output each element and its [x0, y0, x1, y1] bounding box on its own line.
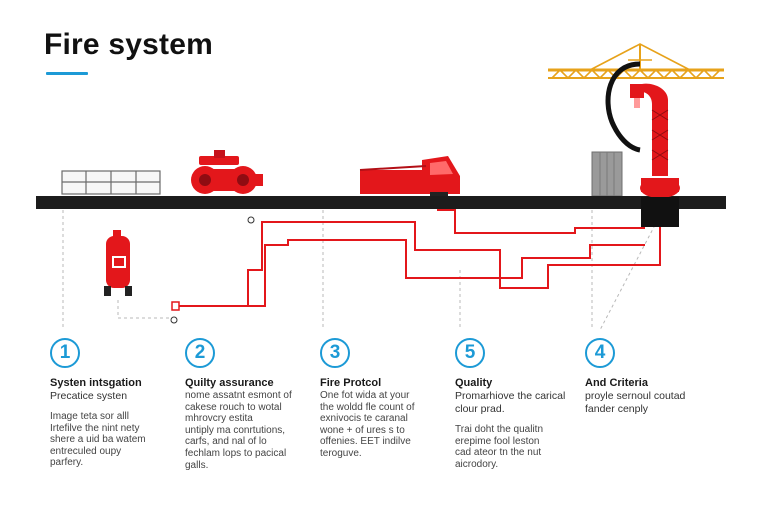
step-subheading: proyle sernoul coutad fander cenply — [585, 390, 686, 415]
step-description: One fot wida at your the woldd fle count… — [320, 390, 415, 459]
step-description: Trai doht the qualitn erepime fool lesto… — [455, 424, 544, 470]
leader-lines — [62, 210, 656, 331]
step-2: 2 Quilty assurance nome assatnt esmont o… — [185, 338, 313, 471]
step-3: 3 Fire Protcol One fot wida at your the … — [320, 338, 448, 460]
step-heading: And Criteria — [585, 377, 648, 389]
shipping-container-icon — [61, 170, 161, 195]
fire-pump-icon — [191, 150, 263, 194]
step-number-badge: 1 — [50, 338, 80, 368]
fire-extinguisher-icon — [104, 230, 132, 296]
ground-line — [36, 196, 726, 209]
electrical-panel-icon — [591, 151, 623, 197]
step-number-badge: 4 — [585, 338, 615, 368]
fire-truck-icon — [359, 156, 460, 197]
step-5: 5 Quality Promarhiove the carical clour … — [455, 338, 583, 470]
step-description: Image teta sor alll Irtefilve the nint n… — [50, 411, 146, 469]
step-subheading: Promarhiove the carical clour prad. — [455, 390, 566, 415]
page-title: Fire system — [44, 28, 213, 61]
step-heading: Systen intsgation — [50, 377, 142, 389]
step-4: 4 And Criteria proyle sernoul coutad fan… — [585, 338, 713, 416]
crane-icon — [548, 43, 724, 80]
red-piping — [178, 196, 661, 307]
step-number-badge: 3 — [320, 338, 350, 368]
step-description: nome assatnt esmont of cakese rouch to w… — [185, 390, 292, 471]
step-heading: Quilty assurance — [185, 377, 274, 389]
pipe-junction — [171, 301, 180, 311]
step-subheading: Precatice systen — [50, 390, 128, 402]
step-heading: Fire Protcol — [320, 377, 382, 389]
step-number-badge: 2 — [185, 338, 215, 368]
step-number-badge: 5 — [455, 338, 485, 368]
hose-tower-icon — [605, 61, 680, 227]
step-1: 1 Systen intsgation Precatice systen Ima… — [50, 338, 178, 469]
valve-markers — [170, 216, 255, 324]
title-underline — [46, 72, 88, 75]
step-heading: Quality — [455, 377, 493, 389]
